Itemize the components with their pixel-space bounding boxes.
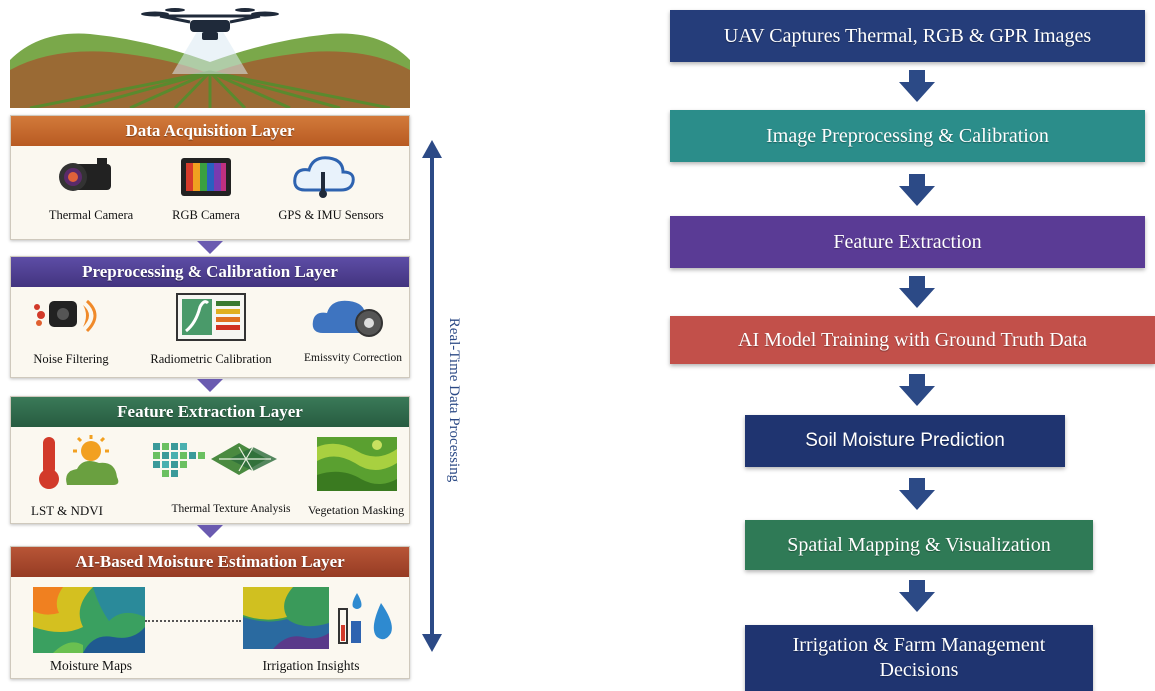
thermal-camera-icon [59,158,111,191]
layer-feature-extraction: Feature Extraction Layer LST & NDVI [10,396,410,524]
flow-step-uav-capture: UAV Captures Thermal, RGB & GPR Images [670,10,1145,62]
water-drop-icon [338,593,392,644]
flow-step-ai-training: AI Model Training with Ground Truth Data [670,316,1155,364]
layer-connector-arrow [197,525,223,538]
item-label: Thermal Texture Analysis [171,503,291,515]
dotted-connector [145,620,241,622]
flow-arrow-icon [899,580,935,612]
vegetation-map-icon [317,437,397,491]
thermometer-sun-icon [39,435,119,489]
layer-ai-moisture-estimation: AI-Based Moisture Estimation Layer Moist… [10,546,410,679]
cloud-sensor-icon [293,156,355,198]
item-label: LST & NDVI [31,503,103,518]
rgb-camera-icon [181,158,231,196]
layer-title: Preprocessing & Calibration Layer [11,257,409,287]
item-label: Emissvity Correction [303,352,403,364]
flow-step-spatial-mapping: Spatial Mapping & Visualization [745,520,1093,570]
flow-arrow-icon [899,374,935,406]
layer-preprocessing-calibration: Preprocessing & Calibration Layer Noise … [10,256,410,378]
layer-title: Data Acquisition Layer [11,116,409,146]
side-label: Real-Time Data Processing [446,317,462,483]
item-label: GPS & IMU Sensors [278,208,384,222]
cloud-gear-icon [312,300,383,337]
flow-step-irrigation-decisions: Irrigation & Farm Management Decisions [745,625,1093,691]
layer-data-acquisition: Data Acquisition Layer Thermal Camera RG… [10,115,410,240]
item-label: Irrigation Insights [262,658,360,673]
layer-connector-arrow [197,379,223,392]
irrigation-map-icon [243,587,329,649]
layer-title: AI-Based Moisture Estimation Layer [11,547,409,577]
moisture-map-icon [33,587,145,653]
flow-arrow-icon [899,276,935,308]
item-label: Vegetation Masking [307,503,405,517]
flow-step-feature-extraction: Feature Extraction [670,216,1145,268]
item-label: RGB Camera [172,208,240,222]
flow-step-preprocessing: Image Preprocessing & Calibration [670,110,1145,162]
real-time-double-arrow [422,140,442,652]
item-label: Radiometric Calibration [150,352,272,366]
item-label: Thermal Camera [48,208,134,222]
calibration-chart-icon [176,293,246,341]
drone-field-illustration [10,8,410,108]
layer-connector-arrow [197,241,223,254]
flow-arrow-icon [899,70,935,102]
noise-filter-icon [34,299,97,333]
item-label: Moisture Maps [49,658,133,673]
flow-step-soil-moisture-prediction: Soil Moisture Prediction [745,415,1065,467]
item-label: Noise Filtering [33,352,109,366]
texture-network-icon [153,443,277,477]
flow-arrow-icon [899,174,935,206]
layer-title: Feature Extraction Layer [11,397,409,427]
flow-arrow-icon [899,478,935,510]
